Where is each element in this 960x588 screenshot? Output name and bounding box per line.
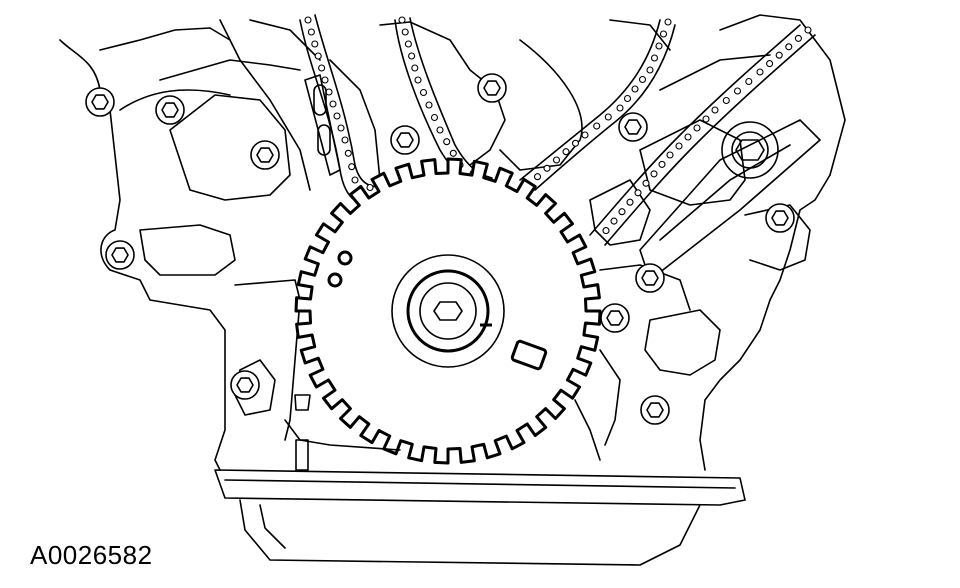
chain-link: [618, 208, 626, 216]
chain-link: [348, 163, 356, 171]
chain-link: [414, 76, 422, 84]
timing-chain-right: [519, 18, 676, 191]
hex-bolt: [600, 303, 630, 333]
chain-link: [341, 136, 349, 144]
hex-bolt: [155, 95, 185, 125]
chain-link: [436, 126, 444, 134]
chain-link: [404, 40, 412, 48]
crankshaft-trigger-wheel: [294, 157, 602, 465]
hex-bolt: [477, 73, 507, 103]
chain-link: [775, 51, 783, 59]
chain-link: [337, 124, 345, 132]
hex-bolt: [230, 370, 260, 400]
hex-bolt: [640, 395, 670, 425]
chain-link: [443, 138, 451, 146]
chain-link: [693, 124, 701, 132]
chain-link: [655, 42, 663, 50]
chain-link: [650, 54, 659, 62]
chain-link: [794, 34, 802, 42]
chain-link: [666, 151, 674, 159]
hex-bolt: [618, 112, 648, 142]
chain-link: [329, 100, 337, 108]
chain-link: [804, 26, 812, 34]
chain-link: [722, 96, 730, 105]
chain-link: [321, 76, 329, 84]
chain-link: [366, 183, 374, 192]
figure-code-label: A0026582: [30, 540, 153, 570]
chain-link: [351, 176, 359, 184]
chain-link: [785, 43, 793, 51]
chain-link: [634, 189, 642, 197]
chain-link: [642, 179, 650, 187]
chain-link: [543, 164, 551, 172]
engine-block: [59, 14, 846, 471]
chain-link: [733, 87, 742, 95]
chain-link: [401, 28, 409, 36]
timing-chain-far-right: [589, 24, 816, 246]
chain-link: [430, 113, 439, 122]
chain-link: [626, 198, 634, 206]
chain-link: [325, 88, 333, 96]
chain-link: [684, 133, 692, 141]
chain-link: [552, 156, 561, 164]
chain-link: [311, 40, 319, 48]
hex-bolt: [635, 263, 665, 293]
hex-bolt: [765, 203, 795, 233]
chain-link: [398, 16, 406, 24]
wheel-hole: [337, 250, 353, 266]
chain-link: [333, 112, 341, 120]
chain-link: [314, 52, 322, 60]
chain-link: [419, 88, 428, 97]
chain-link: [766, 60, 774, 68]
chain-link: [602, 227, 610, 235]
front-cover-lower: [284, 394, 401, 471]
chain-link: [631, 85, 639, 93]
chain-link: [659, 30, 668, 38]
chain-link: [638, 75, 647, 84]
chain-link: [344, 149, 352, 157]
chain-link: [664, 18, 672, 26]
chain-link: [533, 173, 542, 181]
chain-link: [745, 77, 753, 86]
wheel-hole: [327, 272, 343, 288]
keyway-slot: [510, 339, 548, 371]
chain-link: [756, 68, 764, 76]
chain-link: [650, 170, 658, 178]
hex-bolt: [250, 140, 280, 170]
oil-pan: [214, 469, 746, 566]
bolt-group: [85, 73, 795, 425]
chain-link: [711, 106, 719, 114]
hex-bolt: [105, 240, 135, 270]
chain-link: [307, 28, 315, 36]
chain-link: [425, 101, 433, 109]
chain-link: [408, 52, 416, 60]
chain-link: [318, 64, 326, 72]
chain-link: [581, 131, 589, 139]
chain-link: [304, 16, 312, 24]
chain-link: [646, 66, 654, 74]
chain-link: [675, 142, 683, 150]
chain-link: [623, 94, 632, 103]
hex-bolt: [390, 125, 420, 155]
chain-link: [449, 149, 457, 157]
chain-link: [571, 139, 580, 147]
chain-link: [616, 104, 624, 112]
chain-link: [593, 122, 601, 130]
hex-bolt: [85, 87, 115, 117]
chain-link: [604, 113, 612, 121]
chain-link: [658, 160, 666, 168]
chain-link: [562, 148, 570, 156]
chain-link: [702, 115, 710, 123]
chain-link: [411, 64, 419, 72]
chain-link: [610, 217, 618, 225]
chain-guide-left: [304, 74, 341, 176]
